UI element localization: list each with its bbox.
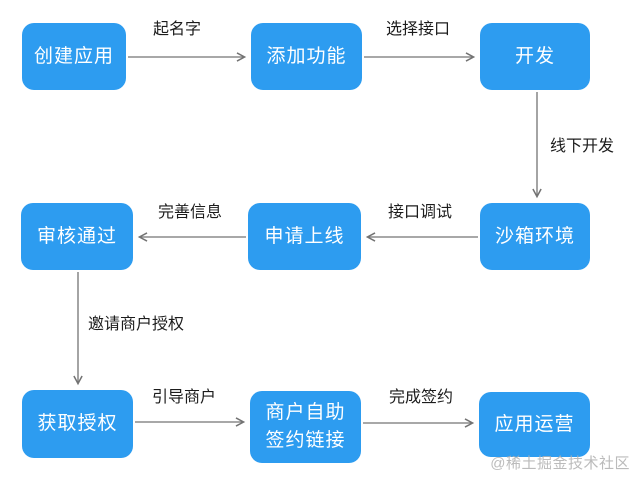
edge-label-name: 起名字 <box>152 21 202 38</box>
edge-label-interface: 选择接口 <box>385 21 451 38</box>
edge-label-offline-dev: 线下开发 <box>550 138 615 155</box>
edge-label-complete-info: 完善信息 <box>157 204 223 221</box>
node-app-operate: 应用运营 <box>479 392 590 457</box>
edge-label-invite-auth: 邀请商户授权 <box>88 316 185 333</box>
edge-label-guide-merchant: 引导商户 <box>151 389 217 406</box>
node-merchant-sign: 商户自助 签约链接 <box>250 391 361 463</box>
node-sandbox-env: 沙箱环境 <box>480 203 590 270</box>
edge-label-api-debug: 接口调试 <box>387 204 453 221</box>
node-add-feature: 添加功能 <box>251 23 362 90</box>
node-apply-online: 申请上线 <box>248 203 361 270</box>
edge-label-sign-done: 完成签约 <box>388 389 454 406</box>
watermark: @稀土掘金技术社区 <box>490 455 630 472</box>
node-get-auth: 获取授权 <box>22 390 133 458</box>
node-create-app: 创建应用 <box>22 23 126 90</box>
node-develop: 开发 <box>480 23 590 90</box>
node-review-passed: 审核通过 <box>21 203 133 270</box>
